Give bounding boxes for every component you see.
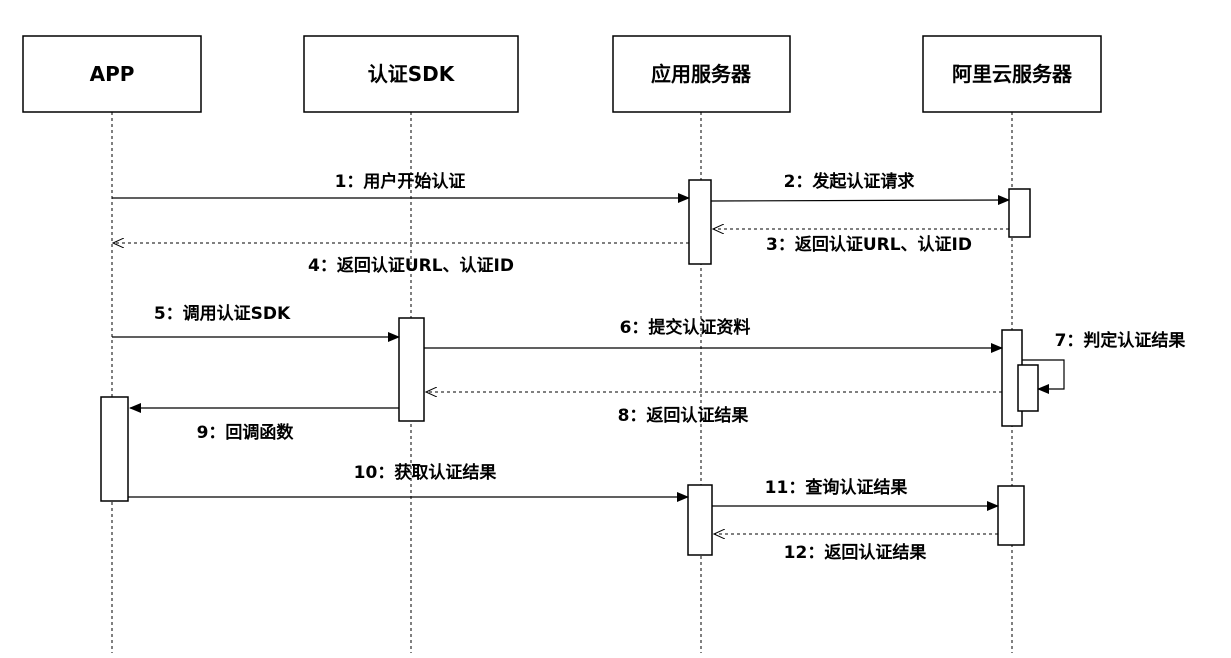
message-label-9: 9：回调函数 <box>197 422 295 443</box>
message-label-11: 11：查询认证结果 <box>765 477 908 498</box>
message-arrow-7 <box>1022 359 1065 394</box>
participant-app: APP <box>22 35 202 113</box>
participant-appserver: 应用服务器 <box>612 35 791 113</box>
activation-aliyun-3 <box>997 485 1025 546</box>
activation-appserver-2 <box>687 484 713 556</box>
message-label-1: 1：用户开始认证 <box>335 171 466 192</box>
participant-aliyun-label: 阿里云服务器 <box>952 62 1073 86</box>
participant-app-label: APP <box>90 62 135 86</box>
participant-sdk-label: 认证SDK <box>368 62 456 86</box>
participant-aliyun: 阿里云服务器 <box>922 35 1102 113</box>
message-label-10: 10：获取认证结果 <box>354 462 497 483</box>
message-arrow-2 <box>710 195 1010 206</box>
message-label-2: 2：发起认证请求 <box>784 171 915 192</box>
activation-appserver-1 <box>688 179 712 265</box>
message-label-3: 3：返回认证URL、认证ID <box>766 234 972 255</box>
participant-sdk: 认证SDK <box>303 35 519 113</box>
message-label-7: 7：判定认证结果 <box>1055 330 1186 351</box>
activation-app <box>100 396 129 502</box>
message-label-5: 5：调用认证SDK <box>154 303 291 324</box>
message-label-4: 4：返回认证URL、认证ID <box>308 255 514 276</box>
message-label-6: 6：提交认证资料 <box>620 317 751 338</box>
activation-aliyun-1 <box>1008 188 1031 238</box>
message-label-8: 8：返回认证结果 <box>618 405 749 426</box>
participant-appserver-label: 应用服务器 <box>651 62 752 86</box>
activation-sdk <box>398 317 425 422</box>
message-label-12: 12：返回认证结果 <box>784 542 927 563</box>
activation-aliyun-nested <box>1017 364 1039 412</box>
